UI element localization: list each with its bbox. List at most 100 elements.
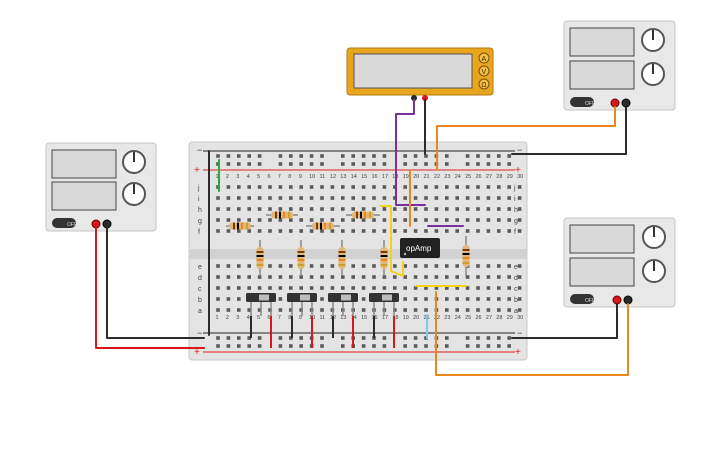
terminal-hole[interactable] bbox=[455, 207, 459, 211]
terminal-hole[interactable] bbox=[247, 286, 251, 290]
rail-hole[interactable] bbox=[465, 162, 470, 166]
terminal-hole[interactable] bbox=[309, 218, 314, 222]
terminal-hole[interactable] bbox=[413, 185, 418, 189]
terminal-hole[interactable] bbox=[289, 264, 293, 268]
terminal-hole[interactable] bbox=[330, 275, 335, 279]
terminal-hole[interactable] bbox=[257, 207, 262, 211]
terminal-hole[interactable] bbox=[465, 229, 470, 233]
terminal-hole[interactable] bbox=[434, 229, 439, 233]
terminal-hole[interactable] bbox=[226, 275, 231, 279]
rail-hole[interactable] bbox=[403, 154, 407, 158]
terminal-hole[interactable] bbox=[247, 264, 251, 268]
terminal-hole[interactable] bbox=[257, 275, 262, 279]
wire-bottom-right-supply-negative[interactable] bbox=[511, 303, 618, 339]
wire-yellow-feedback[interactable] bbox=[380, 205, 404, 277]
rail-hole[interactable] bbox=[341, 154, 345, 158]
terminal-hole[interactable] bbox=[309, 286, 314, 290]
terminal-hole[interactable] bbox=[424, 275, 428, 279]
rail-hole[interactable] bbox=[403, 344, 407, 348]
rail-hole[interactable] bbox=[320, 336, 324, 340]
terminal-hole[interactable] bbox=[216, 286, 220, 290]
terminal-hole[interactable] bbox=[216, 229, 220, 233]
terminal-hole[interactable] bbox=[278, 196, 283, 200]
terminal-hole[interactable] bbox=[403, 196, 407, 200]
rail-hole[interactable] bbox=[226, 154, 231, 158]
terminal-hole[interactable] bbox=[226, 196, 231, 200]
terminal-hole[interactable] bbox=[226, 229, 231, 233]
terminal-hole[interactable] bbox=[237, 297, 241, 301]
terminal-hole[interactable] bbox=[226, 286, 231, 290]
switch-knob[interactable] bbox=[300, 294, 310, 301]
terminal-hole[interactable] bbox=[497, 185, 501, 189]
resistor-r9[interactable] bbox=[462, 236, 470, 276]
terminal-hole[interactable] bbox=[497, 286, 501, 290]
terminal-hole[interactable] bbox=[424, 218, 428, 222]
rail-hole[interactable] bbox=[320, 162, 324, 166]
rail-hole[interactable] bbox=[361, 162, 366, 166]
terminal-hole[interactable] bbox=[237, 229, 241, 233]
rail-hole[interactable] bbox=[382, 344, 387, 348]
terminal-hole[interactable] bbox=[497, 264, 501, 268]
terminal-hole[interactable] bbox=[507, 275, 511, 279]
terminal-hole[interactable] bbox=[289, 185, 293, 189]
terminal-hole[interactable] bbox=[330, 264, 335, 268]
terminal-hole[interactable] bbox=[497, 229, 501, 233]
terminal-hole[interactable] bbox=[434, 196, 439, 200]
rail-hole[interactable] bbox=[497, 336, 501, 340]
terminal-hole[interactable] bbox=[507, 308, 511, 312]
terminal-hole[interactable] bbox=[497, 275, 501, 279]
rail-hole[interactable] bbox=[476, 344, 480, 348]
terminal-hole[interactable] bbox=[268, 196, 272, 200]
terminal-hole[interactable] bbox=[517, 297, 522, 301]
rail-hole[interactable] bbox=[403, 162, 407, 166]
terminal-hole[interactable] bbox=[226, 207, 231, 211]
terminal-hole[interactable] bbox=[393, 264, 397, 268]
terminal-hole[interactable] bbox=[517, 286, 522, 290]
terminal-hole[interactable] bbox=[268, 229, 272, 233]
rail-hole[interactable] bbox=[309, 154, 314, 158]
rail-hole[interactable] bbox=[299, 162, 303, 166]
terminal-hole[interactable] bbox=[413, 308, 418, 312]
multimeter-com-probe[interactable] bbox=[411, 95, 417, 101]
resistor-r2[interactable] bbox=[266, 211, 298, 219]
terminal-hole[interactable] bbox=[413, 229, 418, 233]
rail-hole[interactable] bbox=[413, 154, 418, 158]
terminal-hole[interactable] bbox=[351, 185, 355, 189]
rail-hole[interactable] bbox=[413, 336, 418, 340]
terminal-hole[interactable] bbox=[278, 308, 283, 312]
rail-hole[interactable] bbox=[320, 154, 324, 158]
rail-hole[interactable] bbox=[486, 336, 491, 340]
terminal-hole[interactable] bbox=[382, 207, 387, 211]
terminal-hole[interactable] bbox=[341, 275, 345, 279]
rail-hole[interactable] bbox=[341, 344, 345, 348]
terminal-hole[interactable] bbox=[486, 286, 491, 290]
positive-terminal[interactable] bbox=[91, 219, 101, 229]
terminal-hole[interactable] bbox=[237, 207, 241, 211]
terminal-hole[interactable] bbox=[320, 185, 324, 189]
rail-hole[interactable] bbox=[237, 344, 241, 348]
terminal-hole[interactable] bbox=[299, 196, 303, 200]
terminal-hole[interactable] bbox=[216, 275, 220, 279]
terminal-hole[interactable] bbox=[465, 297, 470, 301]
wire-left-supply-negative[interactable] bbox=[106, 227, 205, 339]
terminal-hole[interactable] bbox=[486, 297, 491, 301]
terminal-hole[interactable] bbox=[517, 275, 522, 279]
rail-hole[interactable] bbox=[226, 336, 231, 340]
terminal-hole[interactable] bbox=[393, 286, 397, 290]
power-supply-left[interactable]: OFF bbox=[45, 142, 157, 232]
terminal-hole[interactable] bbox=[226, 264, 231, 268]
terminal-hole[interactable] bbox=[393, 185, 397, 189]
terminal-hole[interactable] bbox=[278, 264, 283, 268]
rail-hole[interactable] bbox=[216, 344, 220, 348]
wire-top-right-supply-negative[interactable] bbox=[511, 106, 627, 155]
rail-hole[interactable] bbox=[403, 336, 407, 340]
rail-hole[interactable] bbox=[226, 162, 231, 166]
switch-1[interactable] bbox=[246, 293, 276, 348]
terminal-hole[interactable] bbox=[372, 229, 376, 233]
terminal-hole[interactable] bbox=[351, 286, 355, 290]
power-supply-bottom-right[interactable]: OFF bbox=[563, 217, 676, 308]
terminal-hole[interactable] bbox=[361, 229, 366, 233]
terminal-hole[interactable] bbox=[309, 264, 314, 268]
rail-hole[interactable] bbox=[216, 154, 220, 158]
terminal-hole[interactable] bbox=[517, 218, 522, 222]
